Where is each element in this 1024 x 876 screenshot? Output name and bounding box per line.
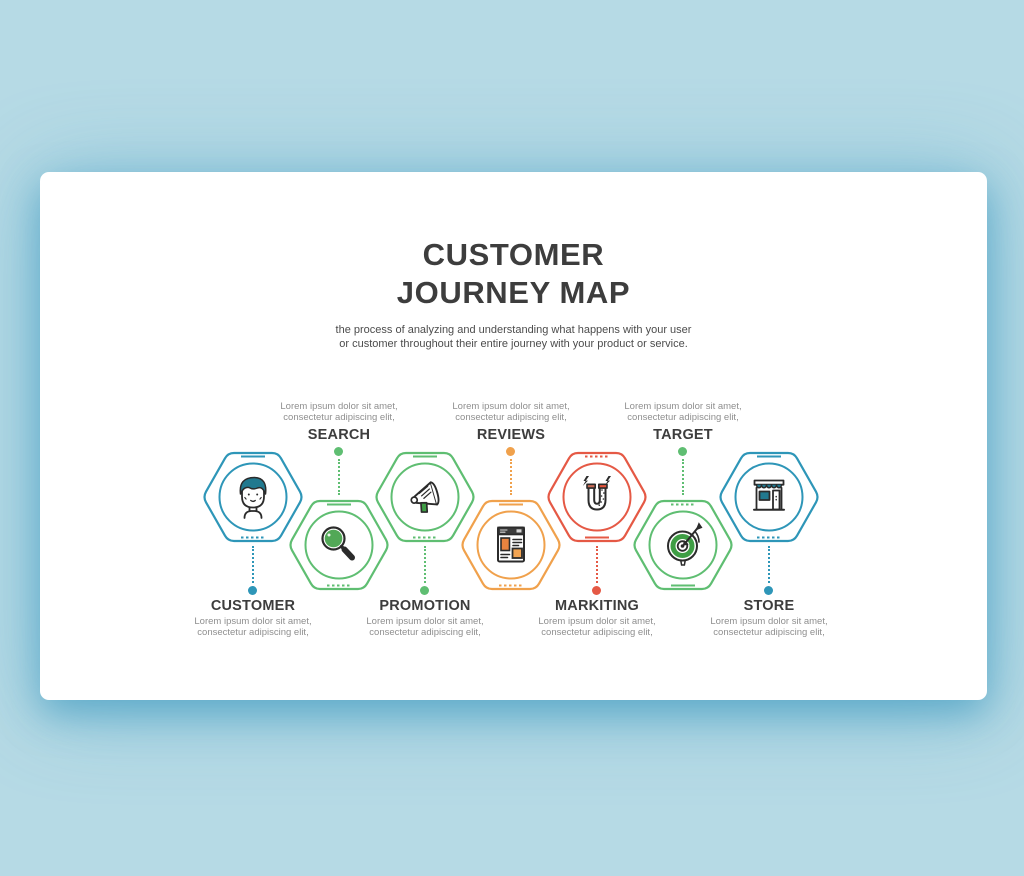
stage-reviews-label: REVIEWS [476, 427, 546, 443]
stage-customer-description: Lorem ipsum dolor sit amet, consectetur … [194, 616, 312, 638]
title-line-1: CUSTOMER [422, 237, 605, 272]
stage-store-connector-line [768, 546, 770, 583]
stage-promotion-connector-line [424, 546, 426, 583]
subtitle-line-2: or customer throughout their entire jour… [339, 337, 688, 350]
stage-store-dot [764, 586, 773, 595]
stage-promotion-hexagon [372, 449, 478, 545]
stage-marketing-connector-line [596, 546, 598, 583]
slide-card: CUSTOMER JOURNEY MAP the process of anal… [40, 172, 987, 700]
stage-customer-label: CUSTOMER [210, 598, 296, 614]
person-icon [239, 476, 267, 519]
slide-subtitle: the process of analyzing and understandi… [40, 324, 987, 351]
stage-promotion-description: Lorem ipsum dolor sit amet, consectetur … [366, 616, 484, 638]
stage-customer-hexagon [200, 449, 306, 545]
stage-marketing-description: Lorem ipsum dolor sit amet, consectetur … [538, 616, 656, 638]
stage-target-hexagon [630, 497, 736, 593]
stage-target-dot [678, 447, 687, 456]
webpage-icon [497, 526, 525, 563]
stage-promotion-dot [420, 586, 429, 595]
subtitle-line-1: the process of analyzing and understandi… [335, 324, 692, 336]
stage-customer-connector-line [252, 546, 254, 583]
magnifier-icon [321, 526, 355, 561]
stage-reviews-dot [506, 447, 515, 456]
target-icon [667, 522, 703, 566]
stage-marketing-hexagon [544, 449, 650, 545]
stage-store-hexagon [716, 449, 822, 545]
stage-search-connector-line [338, 459, 340, 495]
stage-customer-dot [248, 586, 257, 595]
magnet-icon [582, 476, 611, 511]
stage-store-label: STORE [743, 598, 795, 614]
stage-target-label: TARGET [653, 427, 713, 443]
stage-search-description: Lorem ipsum dolor sit amet, consectetur … [280, 401, 398, 423]
stage-search-dot [334, 447, 343, 456]
slide-title: CUSTOMER JOURNEY MAP [40, 236, 987, 312]
stage-promotion-label: PROMOTION [379, 598, 471, 614]
stage-target-connector-line [682, 459, 684, 495]
stage-marketing-dot [592, 586, 601, 595]
stage-marketing-label: MARKITING [555, 598, 639, 614]
title-line-2: JOURNEY MAP [396, 275, 631, 310]
stage-reviews-description: Lorem ipsum dolor sit amet, consectetur … [452, 401, 570, 423]
store-icon [753, 479, 785, 511]
stage-search-hexagon [286, 497, 392, 593]
stage-target-description: Lorem ipsum dolor sit amet, consectetur … [624, 401, 742, 423]
stage-store-description: Lorem ipsum dolor sit amet, consectetur … [710, 616, 828, 638]
stage-search-label: SEARCH [307, 427, 371, 443]
megaphone-icon [410, 481, 440, 513]
stage-reviews-connector-line [510, 459, 512, 495]
stage-reviews-hexagon [458, 497, 564, 593]
